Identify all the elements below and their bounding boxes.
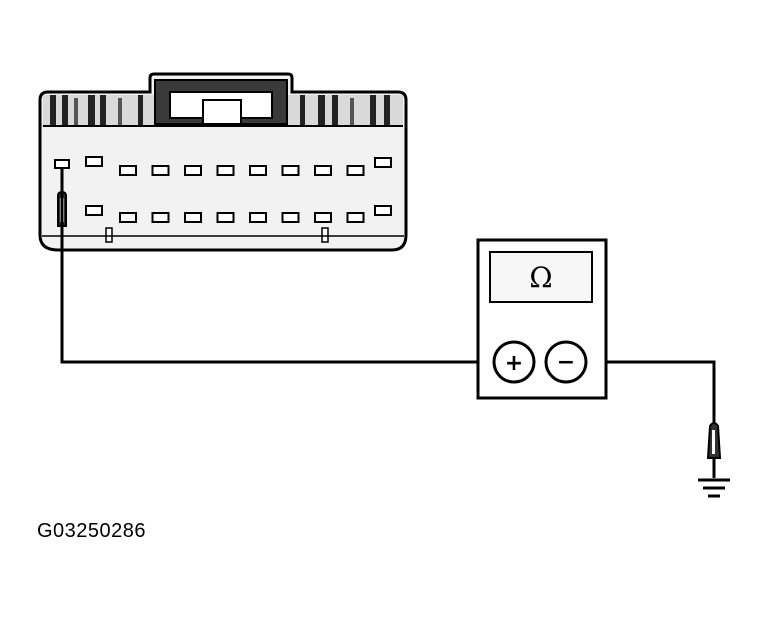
plus-terminal-label: + (505, 351, 523, 376)
wire-to-meter (60, 168, 494, 364)
wire-to-ground (585, 360, 716, 425)
connector-pin (85, 156, 103, 167)
connector-icon (38, 72, 408, 252)
connector-pin (216, 212, 235, 223)
ground-probe-icon (706, 422, 722, 478)
connector-pin (54, 159, 70, 169)
connector-pin (151, 165, 170, 176)
connector-pin (119, 165, 137, 176)
connector-pin (281, 212, 300, 223)
meter-display-ohm: Ω (529, 261, 552, 294)
connector-pin (151, 212, 170, 223)
connector-pin (374, 157, 392, 168)
multimeter-icon: Ω + − (476, 238, 608, 400)
connector-pin (314, 212, 332, 223)
connector-pin (374, 205, 392, 216)
connector-pin (184, 212, 202, 223)
minus-terminal-label: − (557, 350, 575, 375)
figure-id-label: G03250286 (37, 520, 147, 542)
minus-terminal (544, 340, 588, 384)
connector-pin (281, 165, 300, 176)
connector-pin (249, 212, 267, 223)
connector-pin (216, 165, 235, 176)
connector-pin (249, 165, 267, 176)
ground-symbol-icon (698, 478, 730, 498)
connector-pin (346, 212, 365, 223)
connector-pin (184, 165, 202, 176)
connector-pin (314, 165, 332, 176)
connector-pin (85, 205, 103, 216)
connector-pin (346, 165, 365, 176)
plus-terminal (492, 340, 536, 384)
connector-pin (119, 212, 137, 223)
